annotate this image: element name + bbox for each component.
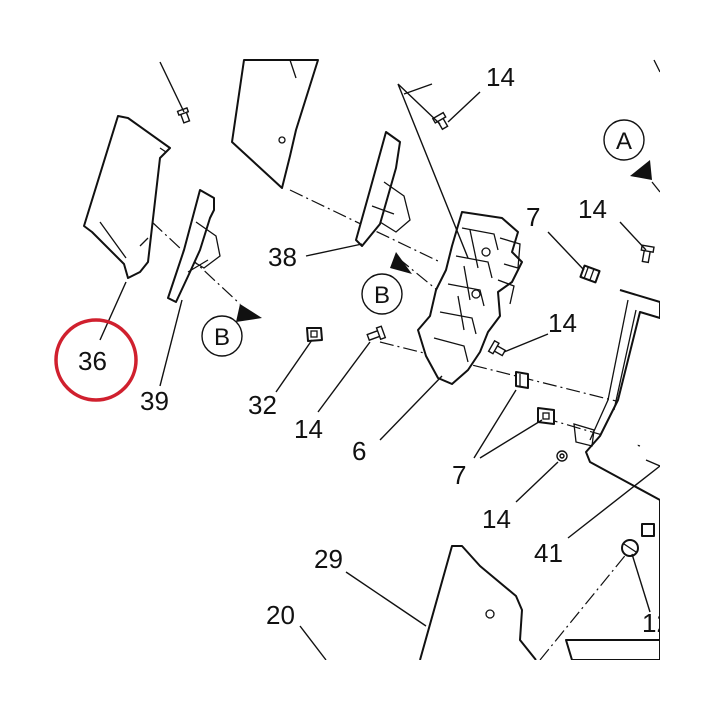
clip-icon [579,264,601,284]
screw-icon [640,244,655,264]
screw-icon [556,450,568,462]
screws [176,107,655,462]
part-39-bracket [167,189,221,303]
reference-label-b: B [374,282,390,309]
upper-cover-panel [231,59,319,189]
callout-7: 7 [526,202,540,232]
arrow-icon [390,252,412,274]
right-margin [660,0,720,720]
reference-circle-a [603,119,645,161]
screw-icon [176,107,191,124]
callout-14: 14 [294,414,323,444]
clip-icon [641,523,655,537]
callout-numbers: 14 7 14 38 14 36 39 32 14 6 7 14 41 29 2… [78,62,671,638]
edge-fragments [645,59,661,467]
callout-14: 14 [486,62,515,92]
callout-38: 38 [268,242,297,272]
callout-32: 32 [248,390,277,420]
part-36-panel [83,115,171,279]
screw-icon [366,325,387,342]
clip-icon [515,371,529,389]
screw-icon [487,339,507,357]
reference-markers: A B B [201,119,645,357]
callout-14: 14 [578,194,607,224]
leader-lines [99,61,661,661]
callout-7: 7 [452,460,466,490]
callout-41: 41 [534,538,563,568]
callout-6: 6 [352,436,366,466]
screw-icon [431,111,449,131]
fasteners [306,264,655,557]
callout-20: 20 [266,600,295,630]
callout-39: 39 [140,386,169,416]
part-41-frame [565,289,661,661]
part-29-panel [419,545,537,661]
highlight-circle [54,318,138,402]
arrow-icon [236,304,262,322]
callout-36: 36 [78,346,107,376]
reference-circle-b [201,315,243,357]
reference-label-b: B [214,324,230,351]
part-38-bracket [355,131,411,247]
callout-29: 29 [314,544,343,574]
direction-arrows [236,160,652,322]
callout-14: 14 [482,504,511,534]
arrow-icon [630,160,652,180]
nut-icon [306,327,323,342]
reference-label-a: A [616,128,632,155]
assembly-line [379,341,621,403]
bushing-icon [621,539,639,557]
callout-14: 14 [548,308,577,338]
reference-circle-b [361,273,403,315]
bottom-margin [0,660,720,720]
part-6-mechanism [417,211,523,385]
